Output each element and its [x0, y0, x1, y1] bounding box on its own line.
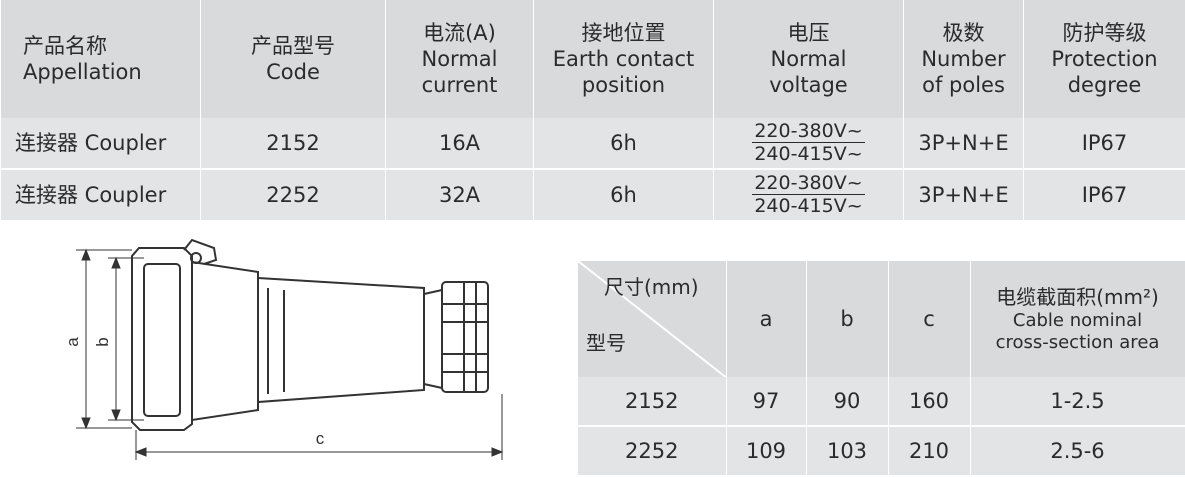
voltage-bottom: 240-415V~ — [754, 143, 863, 165]
cell-cable: 1-2.5 — [970, 377, 1185, 427]
cell-a: 97 — [726, 377, 807, 427]
cell-model: 2152 — [578, 377, 727, 427]
voltage-top: 220-380V~ — [752, 172, 865, 195]
header-appellation: 产品名称 Appellation — [0, 0, 201, 118]
spec-table: 产品名称 Appellation 产品型号 Code 电流(A) Normal … — [0, 0, 1185, 220]
dimension-table: 尺寸(mm) 型号 a b c 电缆截面积(mm²) Cable nominal… — [578, 261, 1185, 475]
cell-cable: 2.5-6 — [970, 426, 1185, 475]
voltage-fraction: 220-380V~ 240-415V~ — [752, 120, 865, 165]
dimension-row: 2152 97 90 160 1-2.5 — [578, 377, 1185, 427]
header-a: a — [726, 261, 807, 377]
cell-b: 90 — [806, 377, 889, 427]
header-cable: 电缆截面积(mm²) Cable nominal cross-section a… — [970, 261, 1185, 377]
coupler-face — [131, 247, 193, 431]
corner-model-label: 型号 — [586, 331, 626, 355]
cell-b: 103 — [806, 426, 889, 475]
cell-c: 160 — [888, 377, 971, 427]
coupler-body — [257, 276, 425, 404]
header-earth-position: 接地位置 Earth contact position — [533, 0, 714, 118]
cell-protection: IP67 — [1023, 169, 1185, 220]
cell-a: 109 — [726, 426, 807, 475]
header-code: 产品型号 Code — [200, 0, 386, 118]
gland-line — [463, 282, 477, 392]
header-b: b — [806, 261, 889, 377]
coupler-collar — [191, 260, 259, 422]
cell-earth: 6h — [533, 118, 714, 170]
voltage-top: 220-380V~ — [752, 120, 865, 143]
gland-line — [423, 289, 443, 389]
coupler-lid — [183, 238, 218, 265]
corner-size-label: 尺寸(mm) — [604, 275, 699, 299]
corner-cell: 尺寸(mm) 型号 — [578, 261, 727, 377]
cell-current: 16A — [385, 118, 534, 170]
cell-earth: 6h — [533, 169, 714, 220]
cell-poles: 3P+N+E — [903, 169, 1024, 220]
cell-code: 2252 — [200, 169, 386, 220]
voltage-bottom: 240-415V~ — [754, 195, 863, 217]
spec-row: 连接器 Coupler 2252 32A 6h 220-380V~ 240-41… — [0, 169, 1185, 220]
label-c: c — [316, 429, 325, 448]
spec-row: 连接器 Coupler 2152 16A 6h 220-380V~ 240-41… — [0, 118, 1185, 170]
header-voltage: 电压 Normal voltage — [713, 0, 904, 118]
header-protection: 防护等级 Protection degree — [1023, 0, 1185, 118]
cell-appellation: 连接器 Coupler — [0, 118, 201, 170]
cell-appellation: 连接器 Coupler — [0, 169, 201, 220]
dimension-header-row: 尺寸(mm) 型号 a b c 电缆截面积(mm²) Cable nominal… — [578, 261, 1185, 377]
cell-c: 210 — [888, 426, 971, 475]
cell-poles: 3P+N+E — [903, 118, 1024, 170]
label-b: b — [93, 337, 112, 346]
spec-header-row: 产品名称 Appellation 产品型号 Code 电流(A) Normal … — [0, 0, 1185, 118]
cell-voltage: 220-380V~ 240-415V~ — [713, 169, 904, 220]
gland-ribs — [442, 303, 488, 373]
coupler-drawing: a b c — [63, 238, 504, 460]
cell-protection: IP67 — [1023, 118, 1185, 170]
label-a: a — [63, 337, 82, 347]
header-current: 电流(A) Normal current — [385, 0, 534, 118]
dimension-row: 2252 109 103 210 2.5-6 — [578, 426, 1185, 475]
diagonal-line — [578, 261, 726, 377]
header-c: c — [888, 261, 971, 377]
voltage-fraction: 220-380V~ 240-415V~ — [752, 172, 865, 217]
cell-code: 2152 — [200, 118, 386, 170]
cell-current: 32A — [385, 169, 534, 220]
header-poles: 极数 Number of poles — [903, 0, 1024, 118]
coupler-flange — [143, 263, 181, 417]
cell-voltage: 220-380V~ 240-415V~ — [713, 118, 904, 170]
cell-model: 2252 — [578, 426, 727, 475]
